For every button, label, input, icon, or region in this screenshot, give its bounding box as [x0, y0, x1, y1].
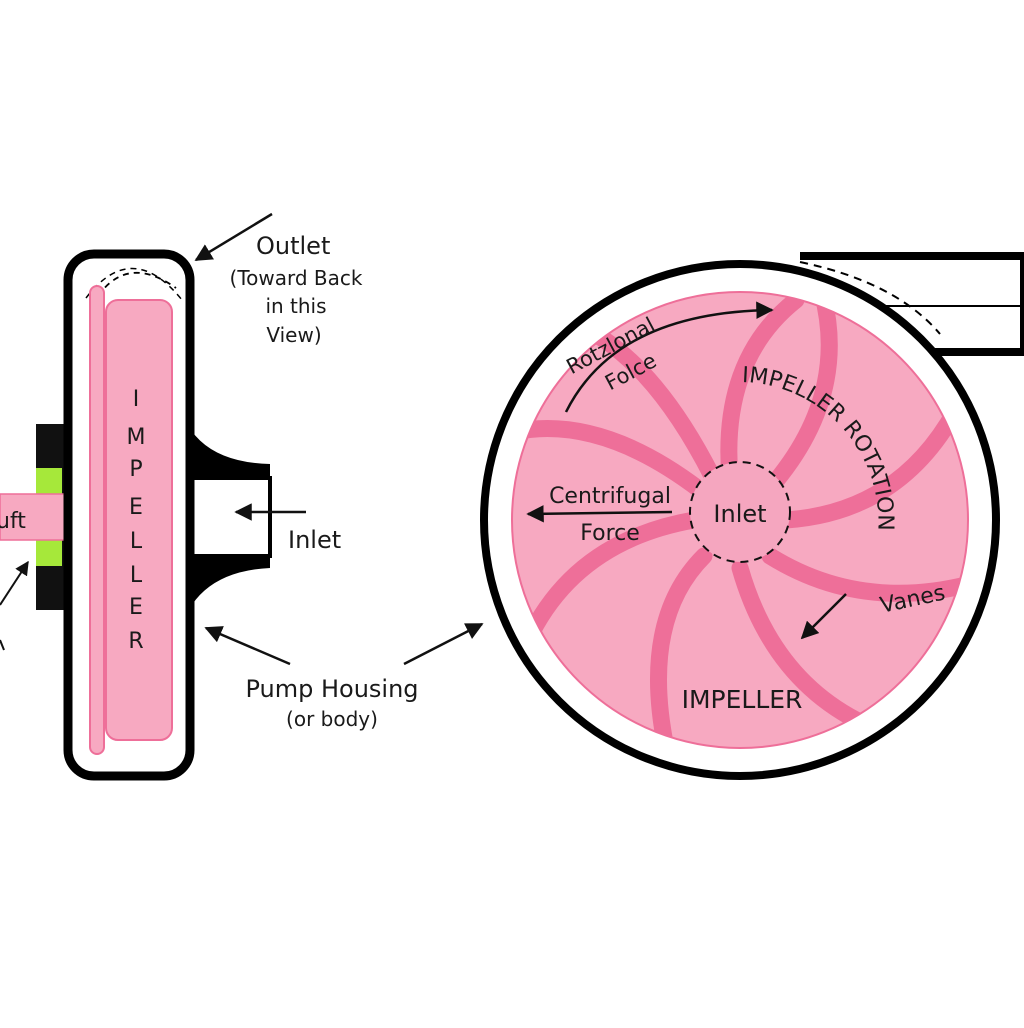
- vane: [579, 321, 721, 485]
- inlet-flare-top: [176, 388, 270, 478]
- inlet-label-front: Inlet: [713, 500, 766, 528]
- housing-label: Pump Housing: [245, 675, 418, 703]
- housing-note: (or body): [286, 707, 378, 731]
- impeller-letter: M: [127, 425, 146, 450]
- inlet-label-side: Inlet: [288, 526, 341, 554]
- inlet-flare-bottom: [176, 556, 270, 652]
- impeller-vertical-label: I M P E L L E R: [127, 387, 146, 654]
- centrifugal-force-label-2: Force: [580, 521, 640, 546]
- outlet-note-line3: View): [266, 323, 321, 347]
- impeller-letter: E: [129, 495, 143, 520]
- centrifugal-force-arrow: [526, 505, 673, 523]
- vane: [761, 292, 838, 497]
- outlet-note-line2: in this: [265, 294, 326, 318]
- centrifugal-force-label-1: Centrifugal: [549, 484, 671, 509]
- impeller-letter: L: [130, 529, 143, 554]
- impeller-letter: E: [129, 595, 143, 620]
- shaft-pointer-tail: [0, 639, 5, 651]
- outlet-dashed-curve: [97, 272, 177, 297]
- outlet-label: Outlet: [256, 232, 330, 260]
- vane: [512, 420, 709, 499]
- impeller-letter: P: [129, 457, 142, 482]
- green-seal-bottom: [36, 540, 62, 566]
- outlet-arrow: [194, 212, 273, 262]
- impeller-letter: I: [133, 387, 140, 412]
- shaft: [0, 493, 69, 541]
- side-view: uft I M P E L L E R Outlet (Toward Back …: [0, 212, 484, 781]
- vane: [777, 389, 968, 529]
- impeller-label-front: IMPELLER: [682, 685, 803, 714]
- rotational-force-arrow: [564, 301, 774, 413]
- impeller-eye: [689, 461, 791, 563]
- impeller-letter: L: [130, 563, 143, 588]
- impeller-side: [105, 299, 173, 741]
- vane: [523, 511, 703, 641]
- outlet-note-line1: (Toward Back: [230, 266, 363, 290]
- impeller-vanes: [512, 292, 968, 748]
- front-view: Inlet Rotzlonal Folce IMPELLER ROTATION …: [480, 252, 1024, 780]
- discharge-pipe: [800, 252, 1024, 356]
- vane: [731, 559, 873, 733]
- vane: [650, 547, 713, 748]
- housing-arrow-right: [403, 622, 484, 666]
- housing-arrow-left: [204, 626, 291, 666]
- impeller-letter: R: [128, 629, 143, 654]
- vanes-arrow: [800, 593, 847, 640]
- volute-outlet-dashed: [799, 261, 941, 335]
- shaft-pointer-arrow: [0, 560, 29, 606]
- shaft-label: uft: [0, 509, 26, 534]
- vane: [720, 292, 805, 487]
- green-seal-top: [36, 468, 62, 494]
- impeller-back-plate: [89, 285, 105, 755]
- vane: [761, 547, 968, 602]
